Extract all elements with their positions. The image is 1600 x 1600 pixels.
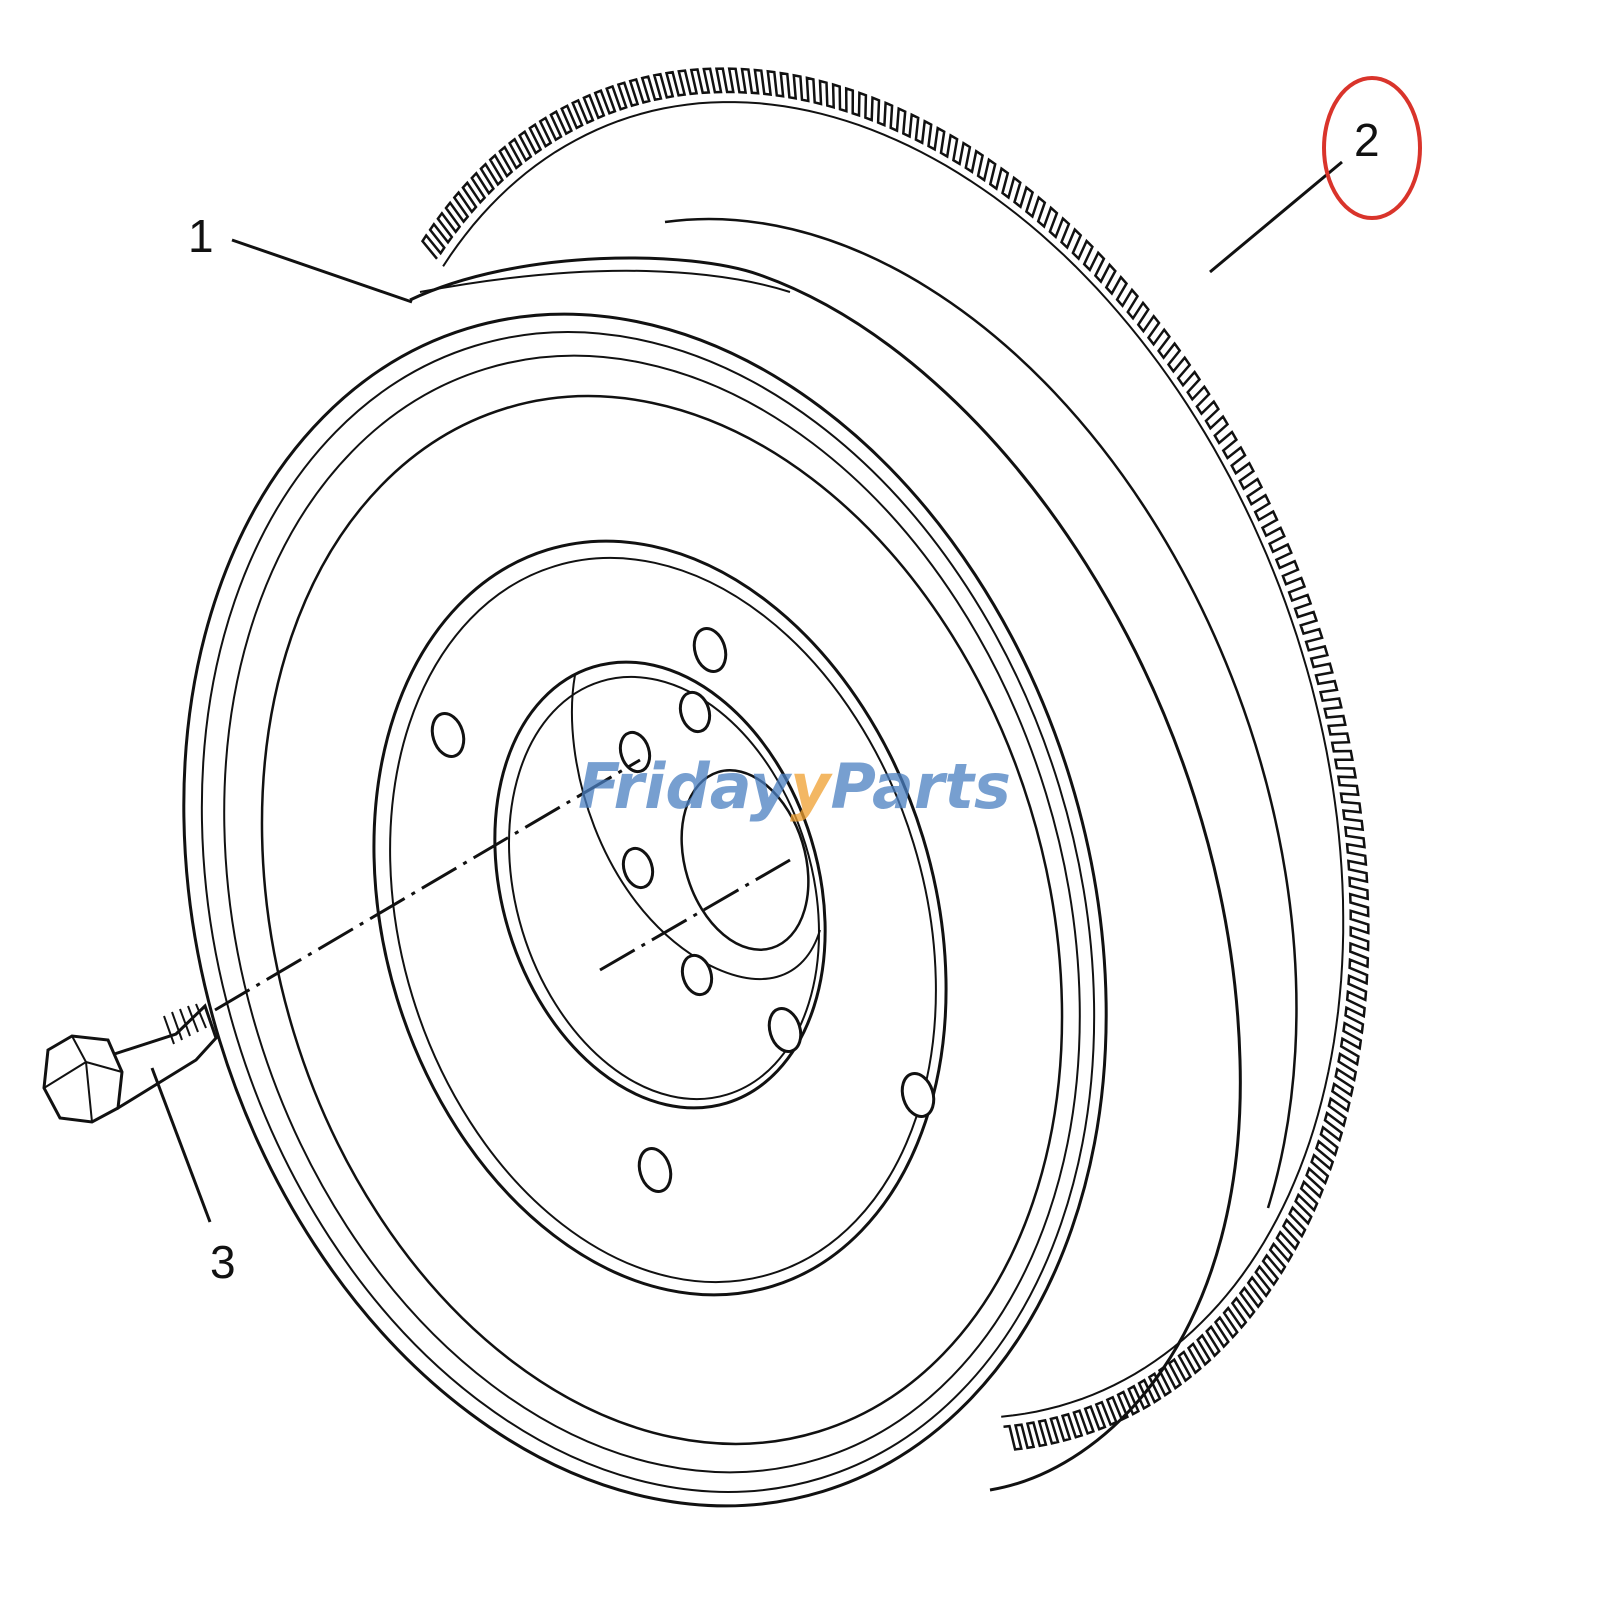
screw-head xyxy=(42,1034,124,1124)
bolt-hole xyxy=(637,1147,673,1193)
watermark-text-right: Parts xyxy=(831,750,1011,823)
bolt-holes xyxy=(430,627,936,1193)
callout-3: 3 xyxy=(210,1236,236,1288)
svg-text:FridayyParts: FridayyParts xyxy=(578,750,1011,823)
leader-lines xyxy=(150,160,1343,1223)
center-lines xyxy=(214,758,791,1012)
cap-screw xyxy=(42,1003,218,1124)
callout-1: 1 xyxy=(188,210,214,262)
gear-tooth-profile xyxy=(420,67,1370,1451)
ring-gear-inner-edge xyxy=(664,217,1298,1209)
highlight-circle xyxy=(1322,76,1422,220)
bolt-hole xyxy=(678,690,712,734)
brand-watermark: FridayyParts xyxy=(578,750,1011,823)
leader-3 xyxy=(150,1067,212,1223)
watermark-text-left: Friday xyxy=(578,750,793,823)
ring-gear xyxy=(420,67,1370,1451)
bolt-hole xyxy=(680,953,714,997)
flywheel-body xyxy=(182,256,1242,1508)
leader-2 xyxy=(1209,160,1343,274)
bolt-hole xyxy=(692,627,728,673)
leader-1 xyxy=(231,238,413,304)
ring-gear-teeth xyxy=(420,67,1370,1451)
bolt-hole xyxy=(430,712,466,758)
bolt-hole xyxy=(900,1072,936,1118)
callout-2: 2 xyxy=(1354,114,1380,166)
bolt-hole xyxy=(618,730,652,774)
bolt-hole xyxy=(621,846,655,890)
gear-root-line xyxy=(442,101,1345,1418)
bolt-hole xyxy=(767,1007,803,1053)
